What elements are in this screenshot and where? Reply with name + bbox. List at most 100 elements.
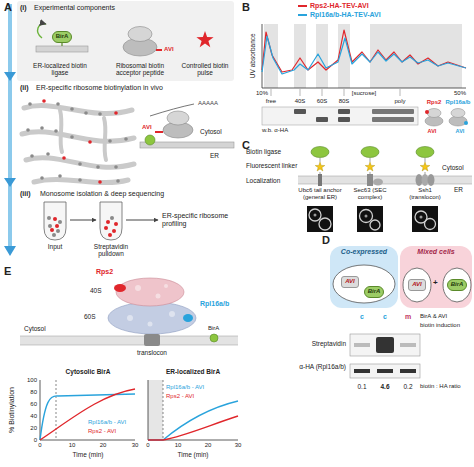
figure-label: poly <box>394 98 405 105</box>
figure-label: biotin induction <box>420 322 460 329</box>
figure-label: Input <box>48 243 62 250</box>
figure-label: AVI <box>142 124 152 131</box>
node-text: BirA <box>368 288 381 296</box>
figure-label: 100 <box>27 377 37 384</box>
figure-label: Sec63 (SEC complex) <box>346 187 394 201</box>
legend-item: Rpl16a/b-HA-TEV-AVI <box>298 11 381 19</box>
figure-label: free <box>266 98 276 105</box>
figure-label: 0 <box>38 442 41 449</box>
figure-label: Cytosol <box>200 128 222 135</box>
figure-label: 0.1 <box>357 383 366 390</box>
node-text: Mixed cells <box>400 248 472 255</box>
figure-label: α-HA (Rpl16a/b) <box>296 363 346 370</box>
ribosome-tag: AVI <box>408 279 426 291</box>
node-text: Co-expressed <box>330 248 398 255</box>
figure-label: w.b. α-HA <box>262 127 288 134</box>
figure-label: AVI <box>164 46 174 53</box>
legend-swatch <box>298 14 307 16</box>
ligase-shape: BirA <box>364 286 385 298</box>
ligase-shape: BirA <box>52 31 73 43</box>
figure-label: 30 <box>132 442 139 449</box>
figure-label: 30 <box>235 442 242 449</box>
figure-label: ER-specific ribosome profiling <box>162 212 232 228</box>
node-text: BirA <box>451 281 464 289</box>
figure-label: Rpl16a/b - AVI <box>166 384 204 391</box>
figure-label: ER-localized BirA <box>166 368 220 375</box>
figure-label: Cytosol <box>24 325 46 332</box>
figure-label: Streptavidin pulldown <box>81 243 141 258</box>
node-text: BirA <box>56 33 69 41</box>
cell-group-region: Co-expressedAVI BirA <box>330 246 398 308</box>
figure-label: E <box>4 265 11 278</box>
figure-label: Controlled biotin pulse <box>180 62 230 77</box>
figure-label: Biotin ligase <box>246 148 281 155</box>
figure-label: 20 <box>30 425 37 432</box>
figure-label: 80 <box>30 389 37 396</box>
figure-label: + <box>433 278 438 287</box>
figure-label: (i) <box>20 4 27 12</box>
figure-label: 10% <box>256 90 268 97</box>
figure-label: biotin : HA ratio <box>420 383 461 390</box>
legend-text: Rpl16a/b-HA-TEV-AVI <box>310 11 381 18</box>
figure-label: 60S <box>84 313 96 320</box>
figure-label: B <box>242 1 250 14</box>
figure-label: 40S <box>90 287 102 294</box>
figure-label: Rps2 <box>96 268 113 276</box>
figure-label: 40 <box>30 413 37 420</box>
figure-label: 4.6 <box>380 383 389 390</box>
figure-label: Rpl16a/b <box>200 300 229 308</box>
figure-label: c <box>383 313 387 321</box>
figure-label: Fluorescent linker <box>246 162 297 169</box>
figure-label: Ubc6 tail anchor (general ER) <box>292 187 348 201</box>
figure-label: Rps2 - AVI <box>166 393 194 400</box>
figure-label: c <box>360 313 364 321</box>
figure-label: D <box>322 234 330 247</box>
figure-label: Localization <box>246 177 280 184</box>
ligase-shape: BirA <box>447 279 468 291</box>
node-text: AVI <box>345 278 355 286</box>
figure-label: Cytosolic BirA <box>66 368 111 375</box>
figure-label: 60 <box>30 401 37 408</box>
figure-label: translocon <box>137 349 167 356</box>
figure-label: 20 <box>205 442 212 449</box>
figure-label: m <box>405 313 411 321</box>
figure-label: BirA <box>208 325 219 332</box>
figure-label: Rpl16a/b - AVI <box>88 419 126 426</box>
figure-label: 50% <box>454 90 466 97</box>
figure-label: % Biotinylation <box>8 387 16 433</box>
figure-label: A <box>4 1 12 14</box>
figure-label: [sucrose] <box>352 90 376 97</box>
legend-swatch <box>298 5 307 7</box>
figure-label: ER <box>454 186 463 193</box>
figure-label: Streptavidin <box>312 340 346 347</box>
figure-label: Cytosol <box>442 164 464 171</box>
figure-label: Ribosomal biotin acceptor peptide <box>105 62 175 77</box>
figure-label: Ssh1 (translocon) <box>402 187 448 201</box>
figure-label: 0 <box>146 442 149 449</box>
figure-label: AAAAA <box>198 100 218 107</box>
figure-label: ER-localized biotin ligase <box>24 62 96 77</box>
legend-text: Rps2-HA-TEV-AVI <box>310 2 369 9</box>
figure-label: 80S <box>339 98 350 105</box>
figure-label: (ii) <box>20 84 29 92</box>
figure-label: 20 <box>100 442 107 449</box>
figure-label: (iii) <box>20 190 31 198</box>
figure-label: 10 <box>69 442 76 449</box>
figure-label: Time (min) <box>178 451 209 458</box>
figure-label: Rps2 - AVI <box>88 428 116 435</box>
figure-label: ER-specific ribosome biotinylation in vi… <box>36 84 163 92</box>
legend-item: Rps2-HA-TEV-AVI <box>298 2 369 10</box>
figure-label: Rps2 <box>427 99 442 106</box>
figure-label: Experimental components <box>34 4 115 12</box>
figure-label: 40S <box>295 98 306 105</box>
ribosome-tag: AVI <box>341 276 359 288</box>
cell-group-region: Mixed cellsAVI BirA <box>400 246 472 308</box>
figure-label: UV absorbance <box>248 34 255 79</box>
figure-label: AVI <box>428 128 437 134</box>
figure-label: BirA & AVI <box>420 313 447 320</box>
node-text: AVI <box>412 281 422 289</box>
figure-label: AVI <box>456 128 465 134</box>
